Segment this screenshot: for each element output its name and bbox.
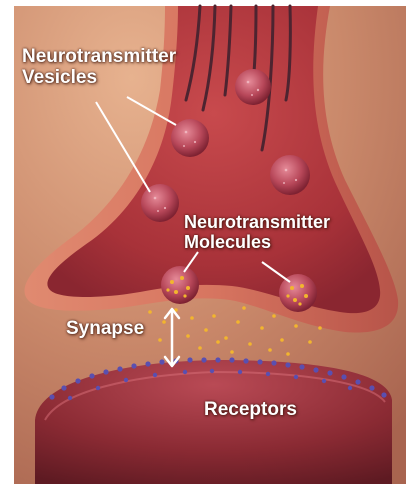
vesicle [171, 119, 209, 157]
synapse-label: Synapse [66, 318, 144, 339]
molecules-label-line2: Molecules [184, 232, 330, 252]
vesicle-docked [279, 274, 317, 312]
vesicles-label-line1: Neurotransmitter [22, 46, 176, 67]
molecules-label: Neurotransmitter Molecules [184, 212, 330, 252]
molecules-label-line1: Neurotransmitter [184, 212, 330, 232]
vesicle [141, 184, 179, 222]
receptors-label: Receptors [204, 399, 297, 420]
vesicles-label: Neurotransmitter Vesicles [22, 46, 176, 89]
vesicle [235, 69, 271, 105]
receptor-cell [35, 360, 392, 484]
vesicle-docked [161, 266, 199, 304]
vesicle [270, 155, 310, 195]
vesicles-label-line2: Vesicles [22, 67, 176, 88]
